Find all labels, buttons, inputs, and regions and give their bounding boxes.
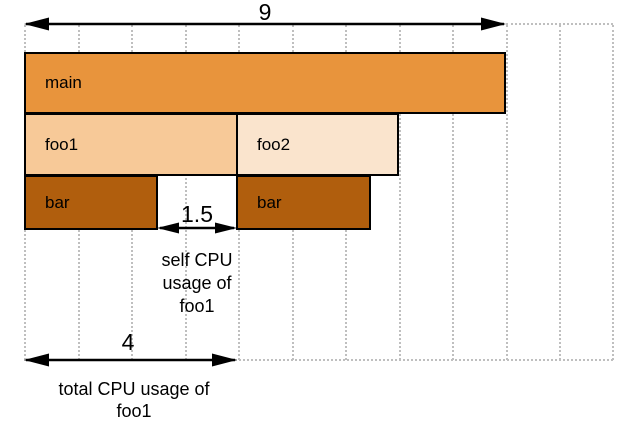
arrowhead-left-icon <box>24 17 49 31</box>
frame-foo1: foo1 <box>24 113 238 176</box>
frame-bar-right: bar <box>236 175 371 230</box>
arrowhead-right-icon <box>215 222 237 234</box>
grid-line <box>399 25 401 360</box>
grid-line <box>506 25 508 360</box>
grid-line <box>185 25 187 360</box>
arrowhead-left-icon <box>157 222 179 234</box>
grid-line <box>559 25 561 360</box>
frame-foo2: foo2 <box>236 113 399 176</box>
frame-foo1-label: foo1 <box>45 134 79 154</box>
total-width-value: 9 <box>258 0 272 25</box>
total-foo1-caption: total CPU usage of foo1 <box>58 379 210 421</box>
total-foo1-value: 4 <box>121 329 135 355</box>
self-foo1-value: 1.5 <box>181 201 213 227</box>
frame-foo2-label: foo2 <box>257 134 291 154</box>
frame-main-label: main <box>45 73 82 92</box>
frame-bar-left-label: bar <box>45 192 70 212</box>
grid-line <box>24 359 613 361</box>
frame-bar-left: bar <box>24 175 158 230</box>
arrowhead-right-icon <box>481 17 506 31</box>
self-foo1-caption: self CPU usage of foo1 <box>161 250 233 316</box>
grid-line <box>506 23 613 25</box>
frame-main: main <box>24 52 506 114</box>
frame-bar-right-label: bar <box>257 192 282 212</box>
grid-line <box>452 25 454 360</box>
grid-line <box>612 25 614 360</box>
